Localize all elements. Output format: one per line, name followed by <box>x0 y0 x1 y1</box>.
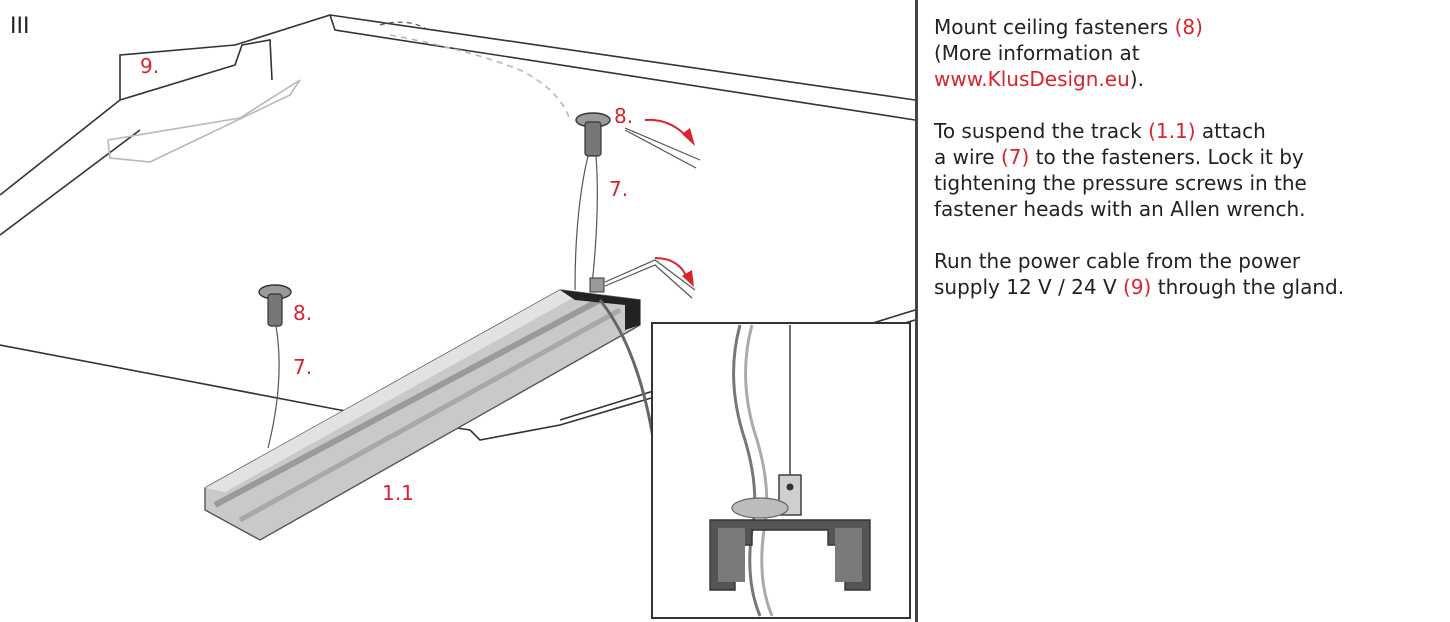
instruction-power: Run the power cable from the power suppl… <box>934 249 1345 299</box>
ref-track: (1.1) <box>1148 119 1196 143</box>
instructions-panel: Mount ceiling fasteners (8) (More inform… <box>934 14 1439 326</box>
label-wire-top: 7. <box>609 177 628 201</box>
rotate-arrow-top <box>644 118 689 139</box>
step-number: III <box>10 14 29 39</box>
track-profile <box>204 277 641 541</box>
wire-left <box>267 325 280 449</box>
website-link[interactable]: www.KlusDesign.eu <box>934 67 1130 91</box>
ref-wire: (7) <box>1000 145 1030 169</box>
detail-inset <box>651 322 911 619</box>
ref-power-supply: (9) <box>1123 275 1152 299</box>
column-divider <box>915 0 918 622</box>
label-wire-left: 7. <box>293 355 312 379</box>
assembly-diagram: III 9. 8. 7. 8. 7. 1.1 <box>0 14 915 619</box>
label-track: 1.1 <box>382 481 414 505</box>
instruction-mount: Mount ceiling fasteners (8) (More inform… <box>934 15 1203 91</box>
fastener-top <box>575 112 611 157</box>
label-fastener-left: 8. <box>293 301 312 325</box>
label-fastener-top: 8. <box>614 104 633 128</box>
wire-top <box>574 155 589 291</box>
ref-fastener: (8) <box>1174 15 1203 39</box>
label-power-supply: 9. <box>140 54 159 78</box>
fastener-left <box>258 284 292 327</box>
instruction-suspend: To suspend the track (1.1) attach a wire… <box>934 119 1307 221</box>
